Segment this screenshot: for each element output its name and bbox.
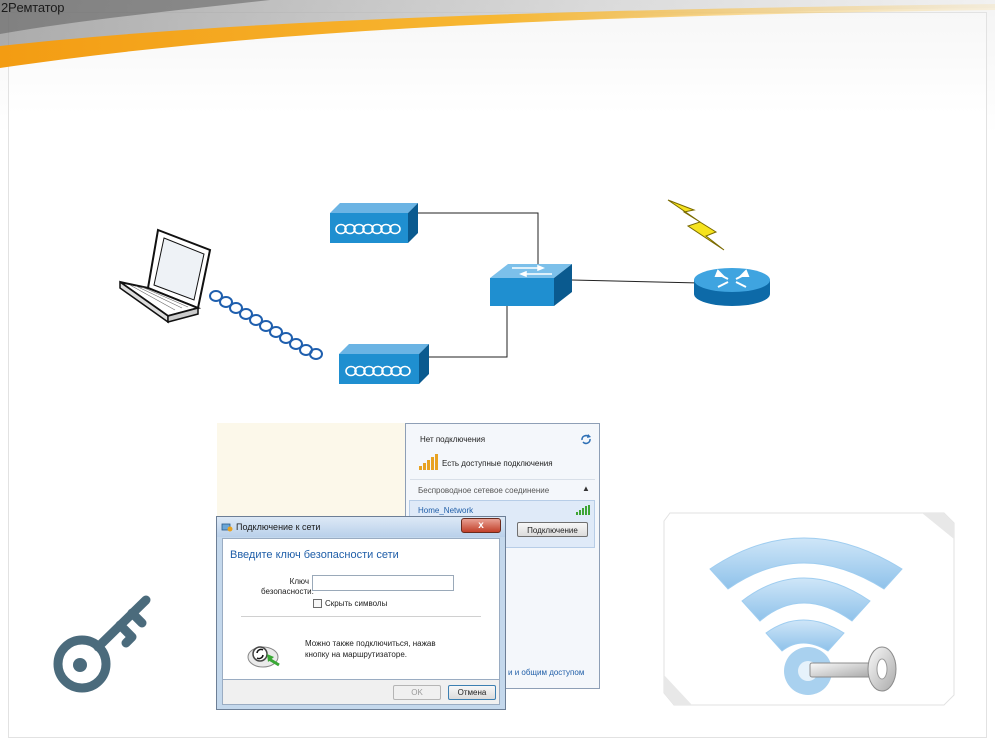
slide-label: 2Pемтатор bbox=[1, 0, 65, 15]
dialog-title: Подключение к сети bbox=[236, 522, 321, 532]
connection-status: Нет подключения bbox=[420, 435, 486, 444]
key-label: Ключ безопасности: bbox=[261, 577, 314, 597]
network-icon bbox=[221, 523, 233, 532]
connect-button[interactable]: Подключение bbox=[517, 522, 588, 537]
router-hint-line2: кнопку на маршрутизаторе. bbox=[305, 650, 407, 659]
dialog-titlebar: Подключение к сети x bbox=[217, 517, 505, 537]
access-point-icon bbox=[339, 344, 429, 384]
security-key-input[interactable] bbox=[312, 575, 454, 591]
hide-chars-label: Скрыть символы bbox=[325, 599, 388, 608]
lightning-icon bbox=[667, 199, 725, 251]
key-label-line2: безопасности: bbox=[261, 587, 314, 596]
dialog-footer: OK Отмена bbox=[222, 680, 500, 705]
network-signal-icon bbox=[576, 505, 590, 515]
header-swoosh bbox=[0, 0, 995, 68]
divider bbox=[410, 479, 595, 480]
wps-router-icon bbox=[247, 646, 280, 668]
ok-button[interactable]: OK bbox=[393, 685, 441, 700]
dialog-body: Введите ключ безопасности сети Ключ безо… bbox=[222, 538, 500, 680]
cancel-button[interactable]: Отмена bbox=[448, 685, 496, 700]
network-name: Home_Network bbox=[418, 506, 474, 515]
section-header: Беспроводное сетевое соединение bbox=[418, 486, 550, 495]
divider bbox=[241, 616, 481, 617]
router-hint-line1: Можно также подключиться, нажав bbox=[305, 639, 436, 648]
network-center-link[interactable]: и и общим доступом bbox=[508, 668, 585, 677]
key-label-line1: Ключ bbox=[289, 577, 309, 586]
hide-chars-checkbox[interactable] bbox=[313, 599, 322, 608]
wifi-key-icon bbox=[663, 512, 955, 706]
key-icon bbox=[53, 595, 151, 693]
router-icon bbox=[694, 268, 770, 306]
collapse-icon[interactable]: ▲ bbox=[582, 484, 590, 493]
wireless-signal-icon bbox=[209, 290, 323, 360]
desktop-background bbox=[217, 423, 405, 518]
diagram-links bbox=[410, 212, 701, 358]
refresh-icon[interactable] bbox=[580, 433, 592, 445]
available-connections: Есть доступные подключения bbox=[442, 459, 553, 468]
connect-dialog: Подключение к сети x Введите ключ безопа… bbox=[216, 516, 506, 710]
laptop-icon bbox=[119, 228, 212, 324]
signal-bars-icon bbox=[419, 454, 438, 470]
close-button[interactable]: x bbox=[461, 518, 501, 533]
router-hint: Можно также подключиться, нажав кнопку н… bbox=[305, 638, 436, 660]
switch-icon bbox=[490, 264, 572, 306]
dialog-heading: Введите ключ безопасности сети bbox=[230, 549, 399, 561]
network-diagram bbox=[119, 199, 770, 384]
access-point-icon bbox=[330, 203, 418, 243]
